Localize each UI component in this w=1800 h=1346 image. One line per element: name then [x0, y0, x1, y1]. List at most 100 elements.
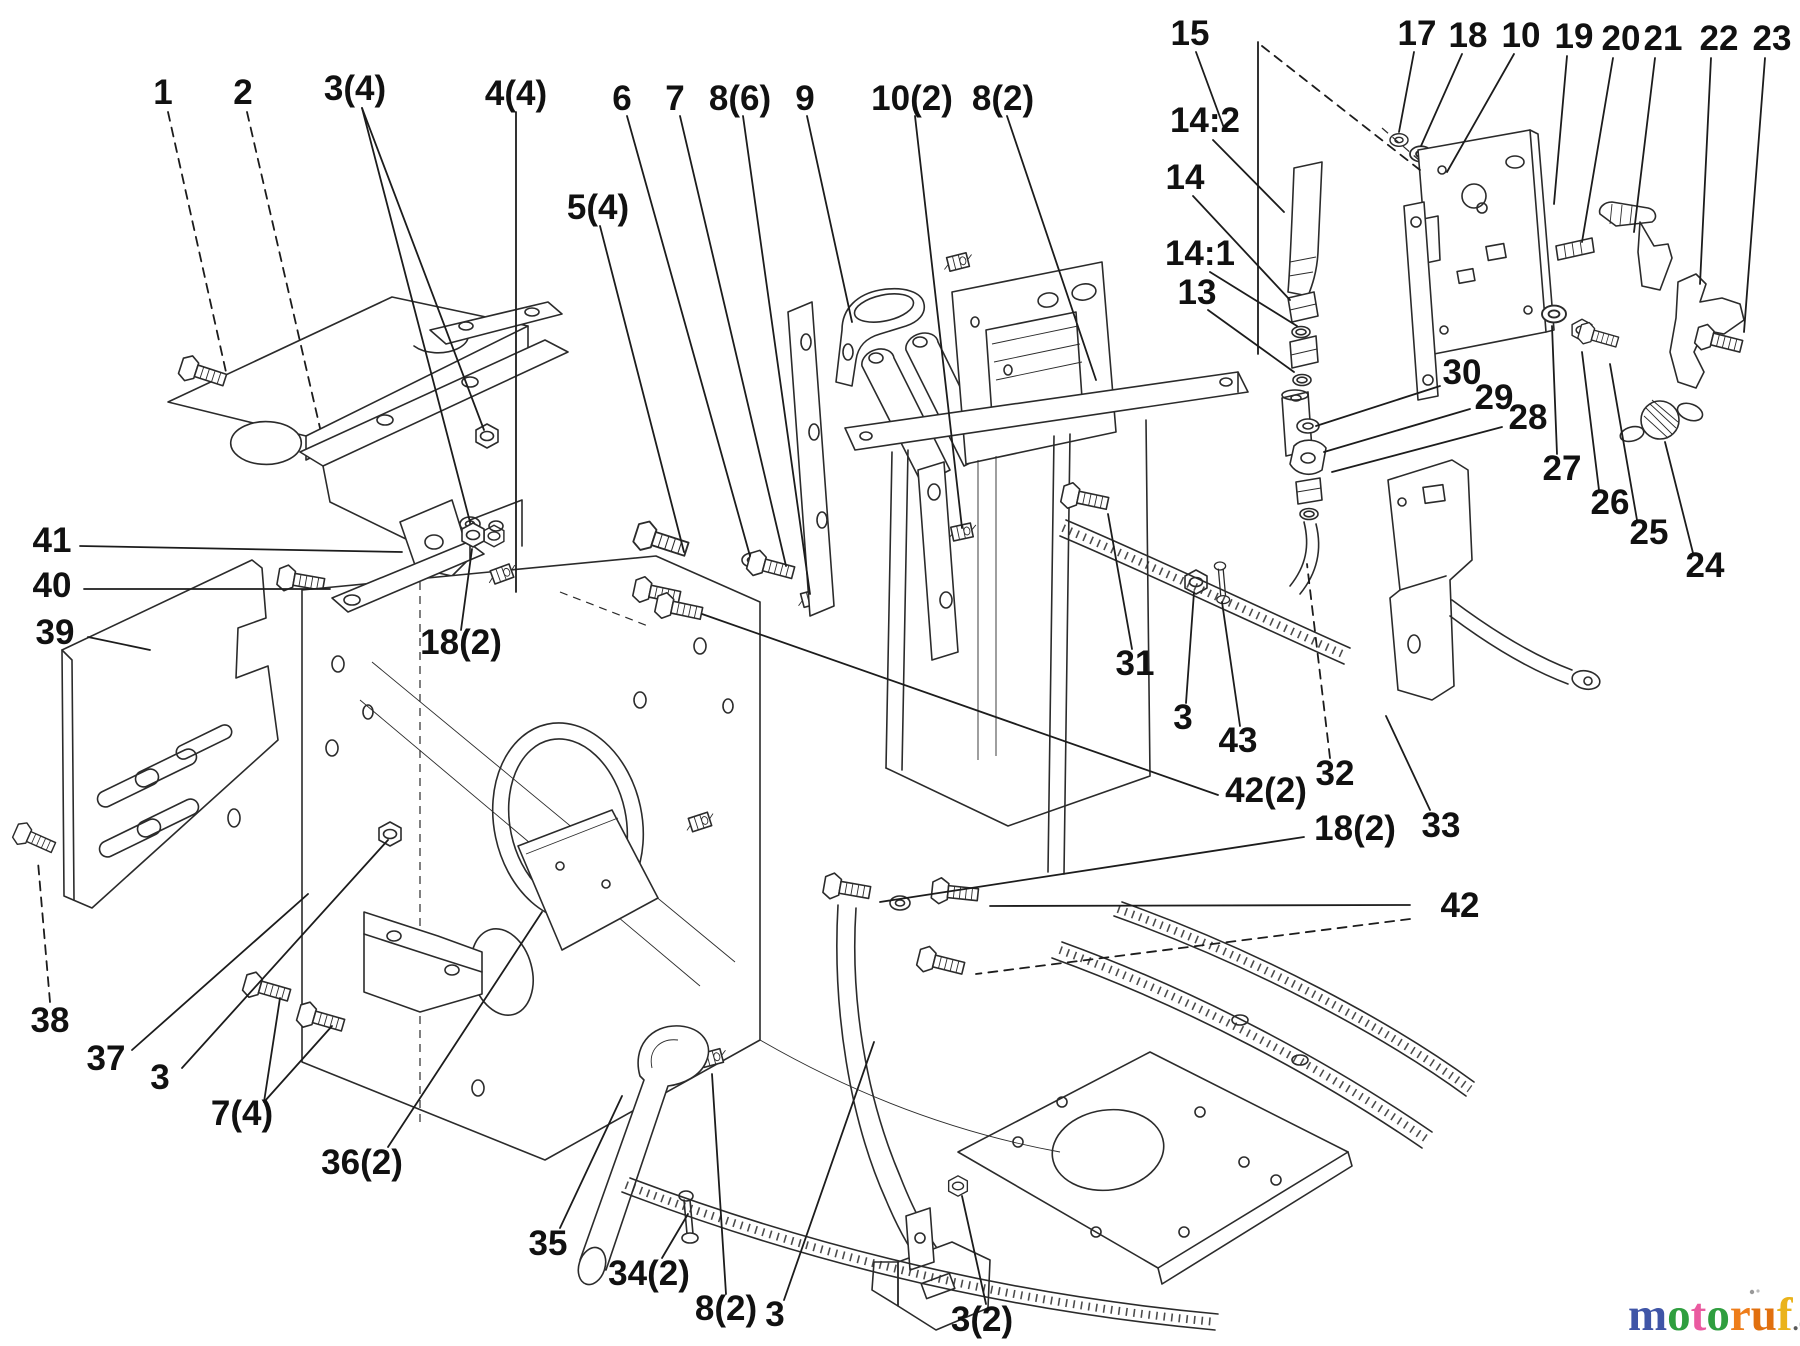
callout-9-8: 9	[795, 79, 814, 118]
leader-line-18-17	[1420, 53, 1463, 147]
callout-3-36: 3	[150, 1058, 169, 1097]
leader-line-43-47	[1221, 601, 1241, 727]
callout-10-18: 10	[1502, 16, 1541, 55]
callout-21-21: 21	[1644, 19, 1683, 58]
callout-342-40: 34(2)	[608, 1254, 690, 1293]
leader-line-32-43	[961, 1195, 987, 1305]
callout-182-50: 18(2)	[1314, 809, 1396, 848]
leader-line-21-21	[1633, 57, 1656, 233]
callout-43-47: 43	[1219, 721, 1258, 760]
nut-3	[378, 821, 402, 847]
leader-line-32-48	[1306, 563, 1331, 759]
motoruf-logo-text: motoruf.de	[1628, 1289, 1800, 1341]
callout-2-1: 2	[233, 73, 252, 112]
bolt-7	[744, 547, 798, 587]
callout-32-43: 3(2)	[951, 1300, 1013, 1339]
callout-19-19: 19	[1555, 17, 1594, 56]
leader-line-31-45	[1107, 513, 1133, 650]
bolt-38	[10, 819, 59, 859]
hydraulic-hose-and-fittings	[1281, 161, 1323, 457]
leader-line-3-42	[783, 1041, 875, 1301]
callout-25-29: 25	[1630, 513, 1669, 552]
heat-shield	[61, 559, 279, 909]
callout-23-23: 23	[1753, 19, 1792, 58]
leader-line-86-7	[742, 115, 811, 595]
callout-362-38: 36(2)	[321, 1143, 403, 1182]
callout-13-15: 13	[1178, 273, 1217, 312]
leader-line-30-24	[1315, 385, 1441, 427]
leader-line-102-9	[914, 115, 963, 529]
logo-mark	[1749, 1289, 1755, 1295]
callout-31-45: 31	[1116, 644, 1155, 683]
leader-line-13-15	[1207, 309, 1295, 373]
leader-line-25-29	[1609, 363, 1638, 521]
callout-29-25: 29	[1475, 378, 1514, 417]
spring-and-hardware	[1541, 304, 1704, 443]
lower-frame-rails	[621, 519, 1475, 1331]
leader-line-42-51	[975, 918, 1411, 975]
leader-line-10-18	[1446, 53, 1515, 173]
callout-6-5: 6	[612, 79, 631, 118]
leader-line-42-51	[989, 904, 1411, 907]
callout-7-6: 7	[665, 79, 684, 118]
callout-44-3: 4(4)	[485, 74, 547, 113]
callout-3-46: 3	[1173, 698, 1192, 737]
bolt-18-2	[821, 870, 873, 907]
callout-26-28: 26	[1591, 483, 1630, 522]
callout-27-27: 27	[1543, 449, 1582, 488]
callout-34-2: 3(4)	[324, 69, 386, 108]
callout-22-22: 22	[1700, 19, 1739, 58]
leader-line-3-46	[1185, 591, 1195, 704]
leader-line-39-33	[87, 636, 151, 651]
callout-17-16: 17	[1398, 14, 1437, 53]
callout-32-48: 32	[1316, 754, 1355, 793]
leader-line-74-37	[263, 997, 281, 1103]
leader-line-342-40	[661, 1213, 689, 1259]
leader-line-142-12	[1212, 139, 1285, 213]
support-handle	[577, 1025, 710, 1286]
leader-line-27-27	[1551, 325, 1558, 455]
callout-38-34: 38	[31, 1001, 70, 1040]
callout-1-0: 1	[153, 73, 172, 112]
leader-lines	[37, 41, 1766, 1305]
support-bracket	[363, 911, 483, 1013]
bolt-31	[1058, 480, 1111, 517]
leader-line-82-41	[711, 1073, 727, 1295]
leader-line-6-5	[626, 115, 751, 557]
callout-35-39: 35	[529, 1224, 568, 1263]
leader-line-362-38	[387, 911, 543, 1148]
bolt-42b	[914, 943, 968, 982]
callout-33-52: 33	[1422, 806, 1461, 845]
leader-line-34-2	[361, 107, 471, 523]
leader-line-1-0	[167, 111, 227, 373]
control-tower-frame	[787, 250, 1249, 875]
cover-plate	[517, 809, 659, 951]
logo-mark2	[1756, 1289, 1760, 1293]
leader-line-20-20	[1581, 57, 1614, 243]
callout-141-14: 14:1	[1165, 234, 1235, 273]
hydraulic-elbow-fittings	[1289, 418, 1327, 595]
leader-line-38-34	[37, 861, 51, 1003]
callout-74-37: 7(4)	[211, 1094, 273, 1133]
callout-82-10: 8(2)	[972, 79, 1034, 118]
callout-102-9: 10(2)	[871, 79, 953, 118]
leader-line-54-4	[599, 225, 685, 553]
callout-41-31: 41	[33, 521, 72, 560]
leader-line-9-8	[806, 115, 853, 323]
leader-line-74-37	[263, 1025, 333, 1103]
leader-line-15-11	[1261, 45, 1421, 171]
callout-20-20: 20	[1602, 19, 1641, 58]
mounting-plate	[1403, 129, 1555, 401]
leader-line-2-1	[246, 111, 321, 429]
leader-line-23-23	[1743, 57, 1766, 333]
leader-line-37-35	[131, 893, 309, 1051]
leader-line-14-13	[1192, 195, 1291, 301]
leader-line-29-25	[1323, 408, 1471, 453]
callout-14-13: 14	[1166, 158, 1205, 197]
bolt-7-4a	[240, 969, 294, 1009]
leader-line-7-6	[679, 115, 787, 567]
callout-37-35: 37	[87, 1039, 126, 1078]
bracket-9	[835, 288, 926, 387]
